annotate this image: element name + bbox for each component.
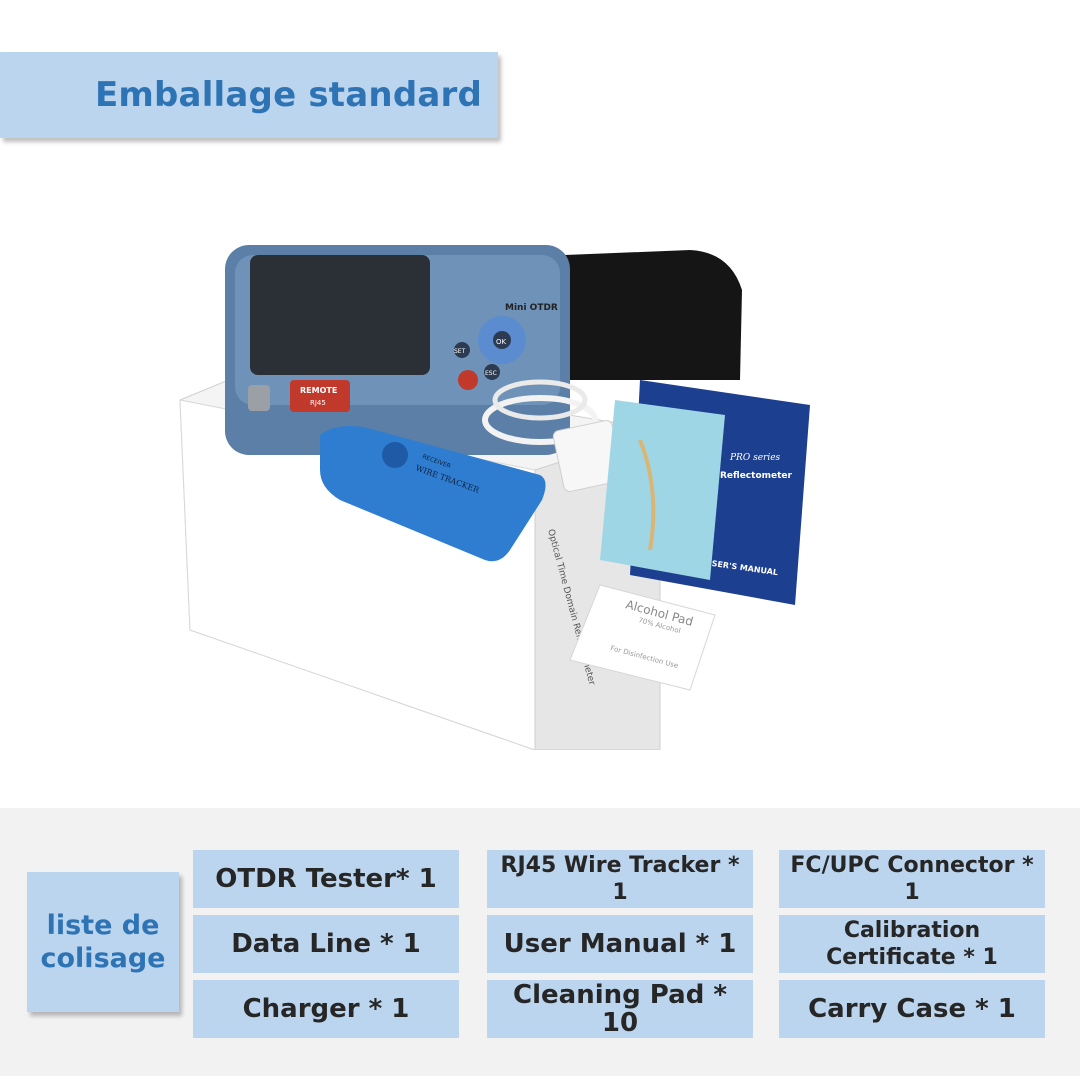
svg-text:REMOTE: REMOTE [300, 386, 337, 395]
packing-item-otdr-tester: OTDR Tester* 1 [193, 850, 459, 908]
svg-text:SET: SET [454, 348, 466, 355]
packing-item-rj45-wire-tracker: RJ45 Wire Tracker * 1 [487, 850, 753, 908]
product-photo: Optical Time Domain Reflectometer Mini O… [170, 230, 830, 750]
packing-list-heading: liste de colisage [40, 910, 166, 974]
svg-text:Reflectometer: Reflectometer [720, 471, 793, 481]
power-icon [458, 370, 478, 390]
packing-item-data-line: Data Line * 1 [193, 915, 459, 973]
wire-tracker [320, 426, 546, 562]
tracker-button-icon [382, 442, 408, 468]
alcohol-pad [569, 584, 716, 691]
page-title: Emballage standard [94, 75, 482, 115]
packing-list-label: liste de colisage [27, 872, 179, 1012]
packing-item-calibration-certificate: Calibration Certificate * 1 [779, 915, 1045, 973]
packing-item-carry-case: Carry Case * 1 [779, 980, 1045, 1038]
packing-item-cleaning-pad: Cleaning Pad * 10 [487, 980, 753, 1038]
svg-text:PRO series: PRO series [729, 453, 781, 463]
packing-item-fc-upc-connector: FC/UPC Connector * 1 [779, 850, 1045, 908]
title-banner: Emballage standard [0, 52, 498, 138]
svg-text:RJ45: RJ45 [310, 399, 326, 407]
charger-cable [482, 395, 598, 445]
otdr-screen [250, 255, 430, 375]
rj45-remote [290, 380, 350, 412]
svg-text:ESC: ESC [485, 370, 497, 377]
packing-item-charger: Charger * 1 [193, 980, 459, 1038]
device-brand: Mini OTDR [505, 303, 558, 313]
svg-text:OK: OK [496, 338, 507, 346]
fc-connector [248, 385, 270, 411]
product-illustration: Optical Time Domain Reflectometer Mini O… [179, 245, 810, 750]
calibration-certificate [600, 400, 725, 580]
packing-item-user-manual: User Manual * 1 [487, 915, 753, 973]
